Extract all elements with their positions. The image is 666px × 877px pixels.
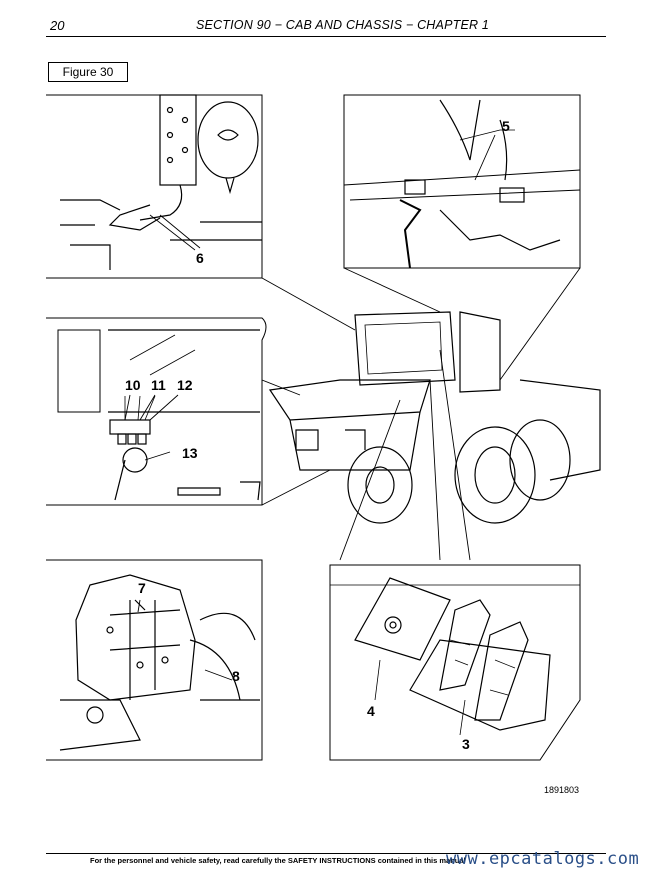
detail-panel-reservoir [46,559,263,761]
callout-3: 3 [462,736,470,752]
callout-13: 13 [182,445,198,461]
callout-12: 12 [177,377,193,393]
figure-label: Figure 30 [48,62,128,82]
callout-5: 5 [502,118,510,134]
callout-6: 6 [196,250,204,266]
detail-panel-cab-mounts [343,94,581,269]
watermark: www.epcatalogs.com [446,849,640,869]
callout-11: 11 [151,377,166,393]
safety-notice: For the personnel and vehicle safety, re… [90,856,466,865]
detail-panel-pedals [329,564,581,761]
footer-rule [46,853,606,854]
callout-4: 4 [367,703,375,719]
callout-7: 7 [138,580,146,596]
page-number: 20 [50,18,65,33]
callout-10: 10 [125,377,141,393]
callout-8: 8 [232,668,240,684]
detail-panel-connectors [46,317,267,506]
vehicle-drawing [261,267,601,561]
figure-code: 1891803 [544,785,580,795]
section-title: SECTION 90 − CAB AND CHASSIS − CHAPTER 1 [196,18,490,32]
page-header: 20 SECTION 90 − CAB AND CHASSIS − CHAPTE… [46,14,606,37]
detail-panel-hose-clamp [46,94,263,279]
